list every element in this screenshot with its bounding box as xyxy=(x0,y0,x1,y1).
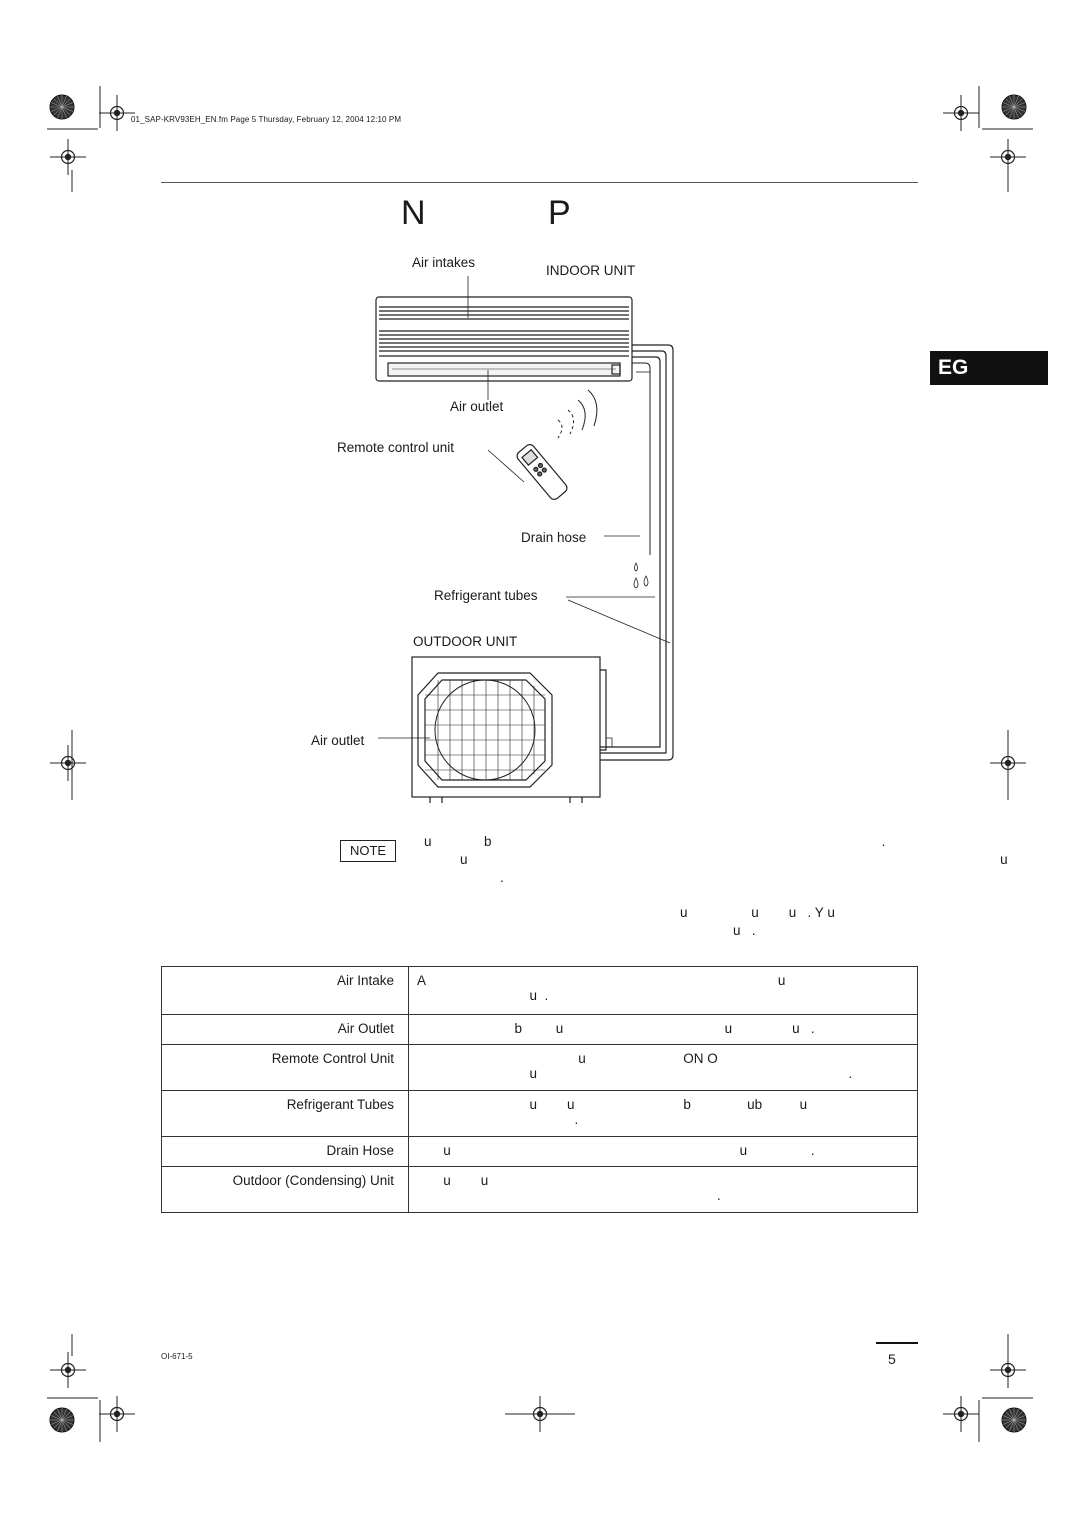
title-letter-n: N xyxy=(401,194,427,232)
label-refrigerant-tubes: Refrigerant tubes xyxy=(434,588,538,603)
color-bar-icon xyxy=(49,1407,75,1433)
page-number: 5 xyxy=(888,1351,896,1367)
table-row: Refrigerant Tubes u u b ub u . xyxy=(161,1090,918,1137)
label-drain-hose: Drain hose xyxy=(521,530,587,545)
part-description: u u . xyxy=(408,1166,918,1213)
color-bar-icon xyxy=(49,94,75,120)
registration-target-icon xyxy=(49,1351,87,1389)
part-description: A u u . xyxy=(408,966,918,1015)
note-line-3: . xyxy=(500,870,504,885)
table-row: Air Outlet b u u u . xyxy=(161,1014,918,1045)
part-description: b u u u . xyxy=(408,1014,918,1045)
label-indoor-unit: INDOOR UNIT xyxy=(546,263,636,278)
label-outdoor-unit: OUTDOOR UNIT xyxy=(413,634,518,649)
parts-table: Air Intake A u u . Air Outlet xyxy=(161,966,918,1213)
part-name: Drain Hose xyxy=(161,1136,409,1167)
color-bar-icon xyxy=(1001,94,1027,120)
table-row: Drain Hose u u . xyxy=(161,1136,918,1167)
part-description: u u . xyxy=(408,1136,918,1167)
label-air-outlet-indoor: Air outlet xyxy=(450,399,504,414)
table-row: Remote Control Unit u ON O u xyxy=(161,1044,918,1091)
note-line-1: u b . xyxy=(424,834,886,849)
registration-target-icon xyxy=(989,1351,1027,1389)
label-air-intakes: Air intakes xyxy=(412,255,476,270)
registration-target-icon xyxy=(98,1395,136,1433)
footer-code: OI-671-5 xyxy=(161,1352,193,1361)
part-description: u u b ub u . xyxy=(408,1090,918,1137)
registration-target-icon xyxy=(49,744,87,782)
aircon-diagram xyxy=(375,276,674,803)
fan-guard xyxy=(417,672,553,788)
indoor-air-outlet-louver xyxy=(387,362,621,377)
page-number-rule xyxy=(876,1342,918,1344)
table-row: Air Intake A u u . xyxy=(161,966,918,1015)
note-line-2: u u xyxy=(460,852,1008,867)
table-row: Outdoor (Condensing) Unit u u . xyxy=(161,1166,918,1213)
file-info-header: 01_SAP-KRV93EH_EN.fm Page 5 Thursday, Fe… xyxy=(131,115,402,124)
part-name: Air Intake xyxy=(161,966,409,1015)
registration-target-icon xyxy=(942,94,980,132)
part-name: Refrigerant Tubes xyxy=(161,1090,409,1137)
note-label: NOTE xyxy=(340,840,396,862)
title-letter-p: P xyxy=(548,194,572,232)
registration-target-icon xyxy=(989,138,1027,176)
registration-target-icon xyxy=(49,138,87,176)
paragraph-line-2: u . xyxy=(733,923,756,938)
part-description: u ON O u . xyxy=(408,1044,918,1091)
remote-control-drawing xyxy=(516,444,568,500)
color-bar-icon xyxy=(1001,1407,1027,1433)
part-name: Remote Control Unit xyxy=(161,1044,409,1091)
top-rule xyxy=(161,182,918,183)
registration-target-icon xyxy=(942,1395,980,1433)
part-name: Outdoor (Condensing) Unit xyxy=(161,1166,409,1213)
registration-target-icon xyxy=(98,94,136,132)
label-air-outlet-outdoor: Air outlet xyxy=(311,733,365,748)
language-tab: EG xyxy=(930,351,1048,385)
label-remote-control-unit: Remote control unit xyxy=(337,440,455,455)
part-name: Air Outlet xyxy=(161,1014,409,1045)
paragraph-line-1: u u u . Y u xyxy=(680,905,835,920)
